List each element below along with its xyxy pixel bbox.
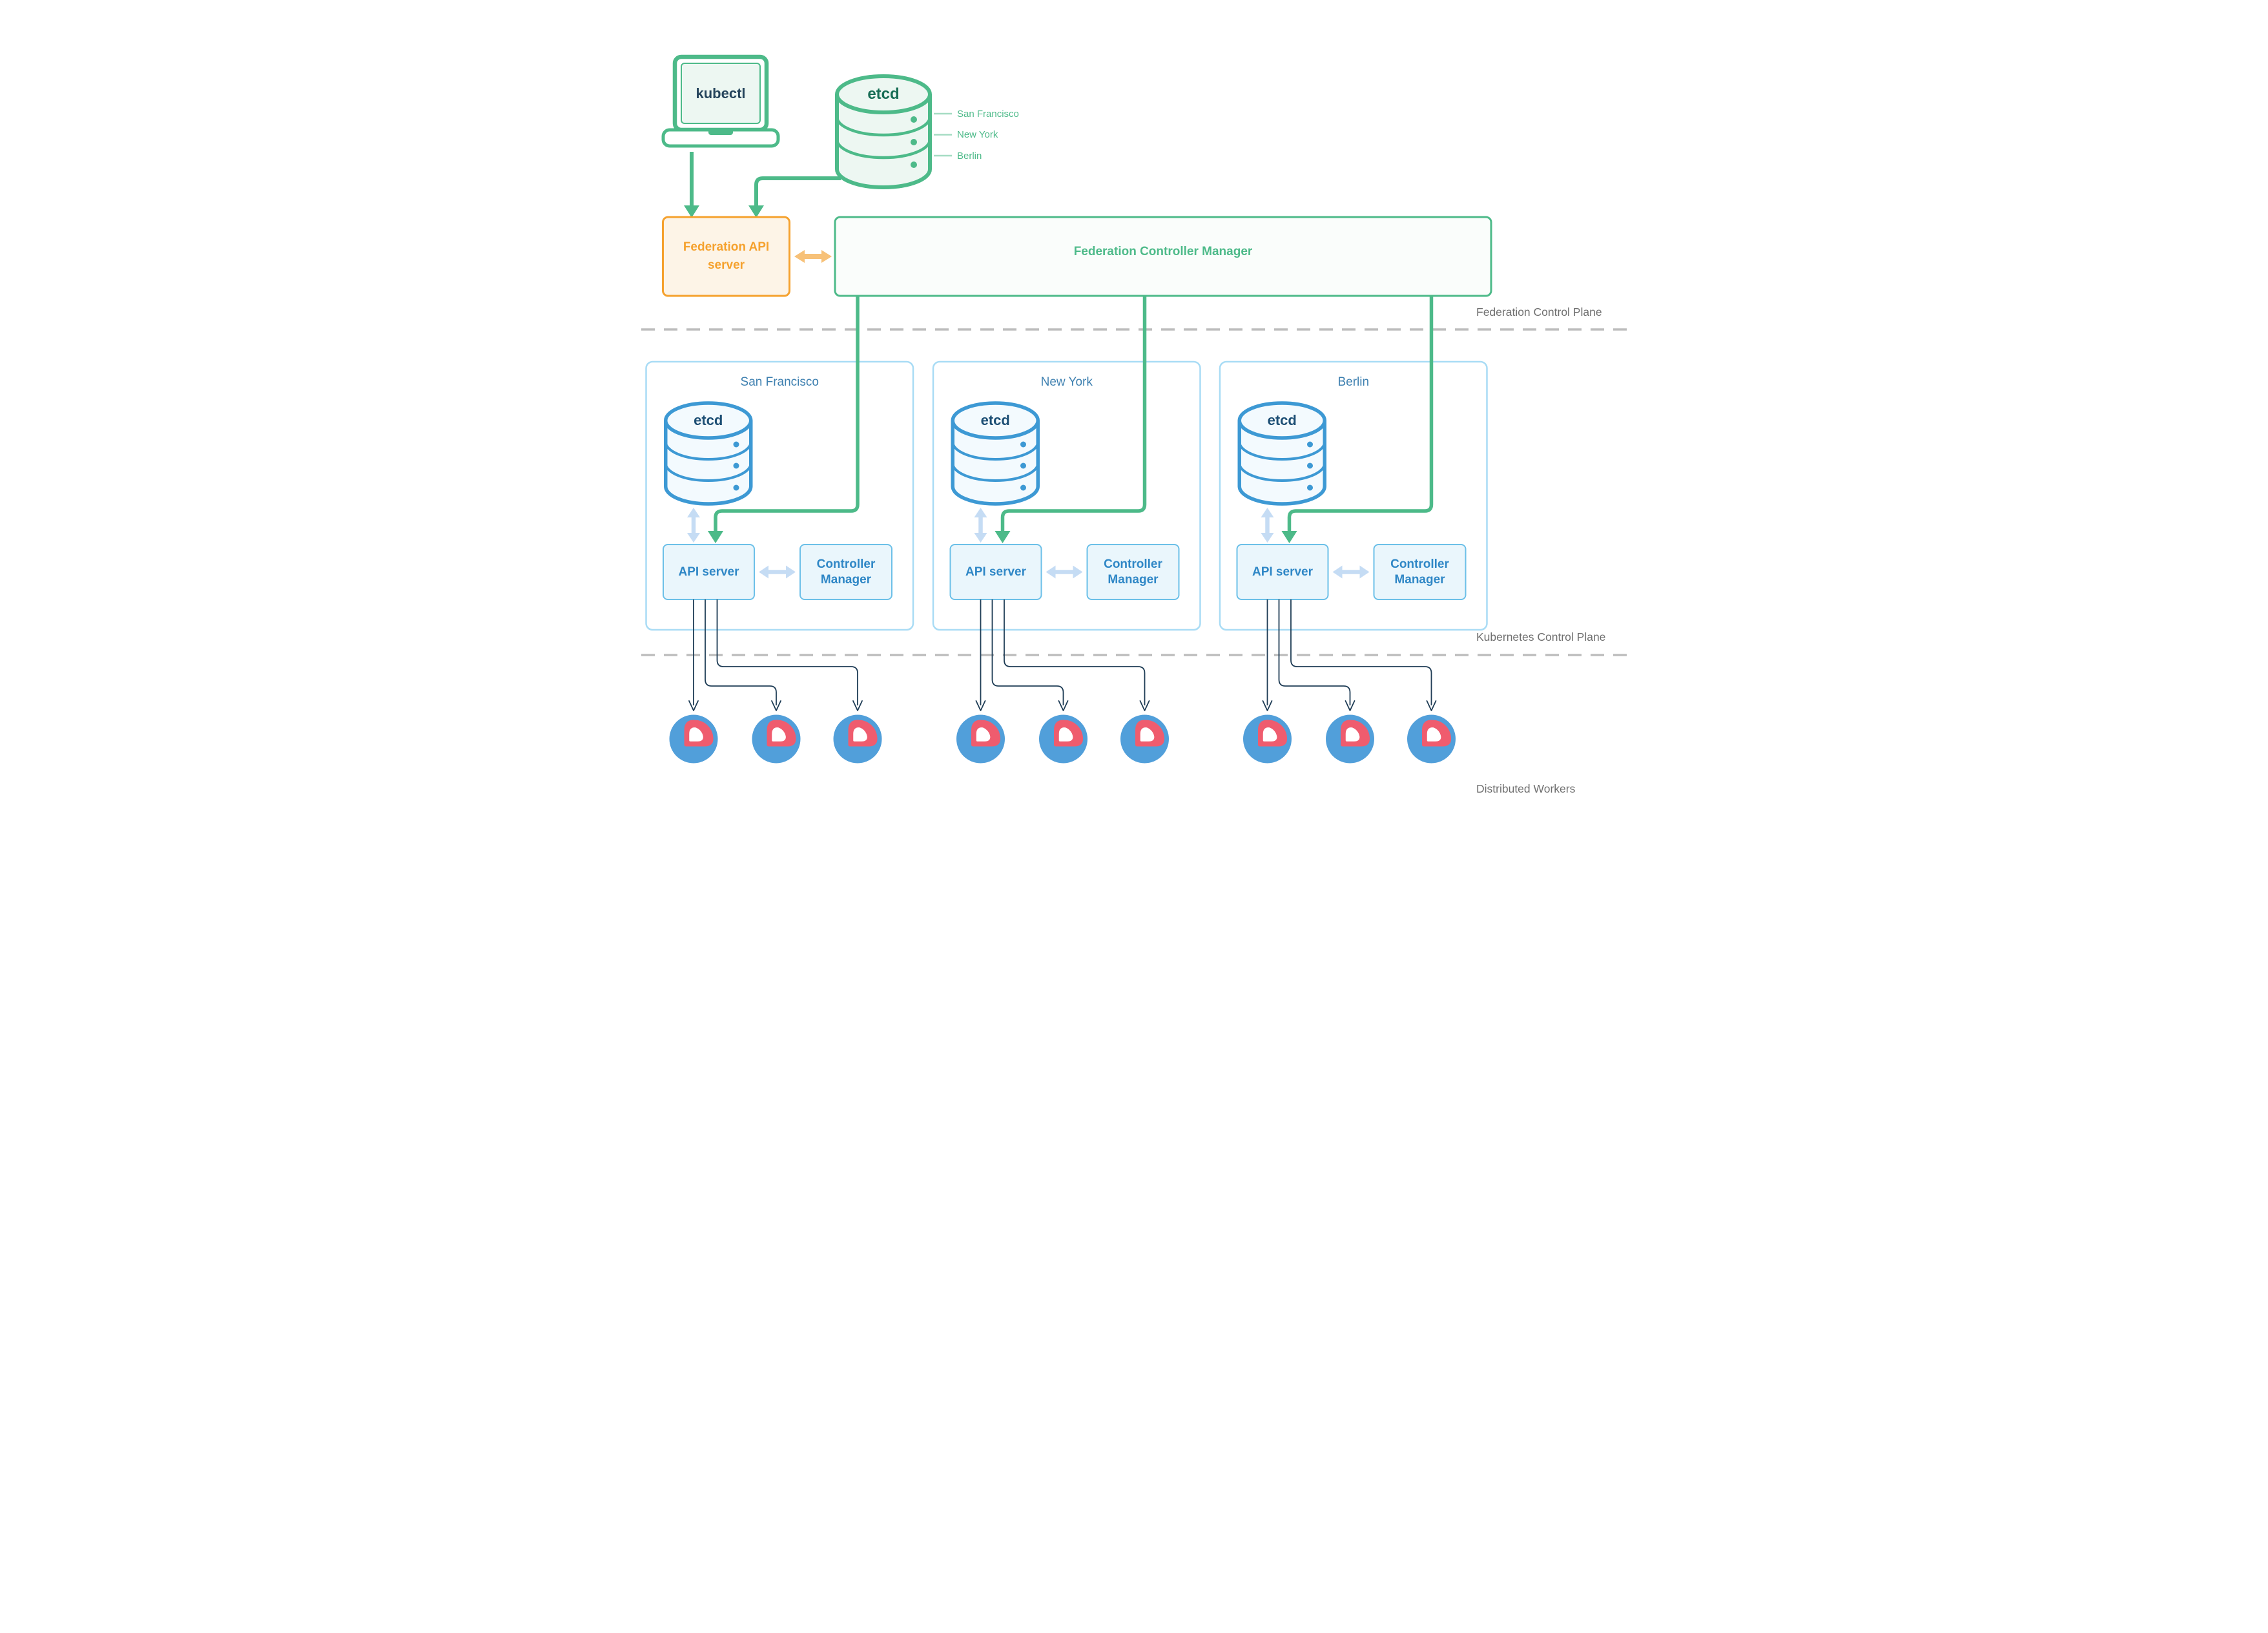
- kubectl-laptop-icon: [661, 54, 780, 148]
- federation-architecture-diagram: kubectl etcd San Francisco New York Berl…: [567, 0, 1701, 816]
- diagram-shapes-layer: [641, 54, 1629, 816]
- kubectl-to-api-arrow: [684, 152, 699, 218]
- etcd-replica-ticks: [934, 112, 952, 157]
- api-to-cm-double-arrow: [794, 250, 832, 263]
- federation-controller-manager-box: [834, 216, 1492, 297]
- federation-api-server-box: [662, 216, 790, 297]
- cluster-san-francisco-shapes: [646, 296, 914, 764]
- cluster-new-york-shapes: [933, 296, 1201, 764]
- cluster-berlin-shapes: [1220, 296, 1487, 764]
- etcd-to-api-arrow: [748, 176, 841, 218]
- federation-etcd-cylinder-icon: [835, 74, 932, 189]
